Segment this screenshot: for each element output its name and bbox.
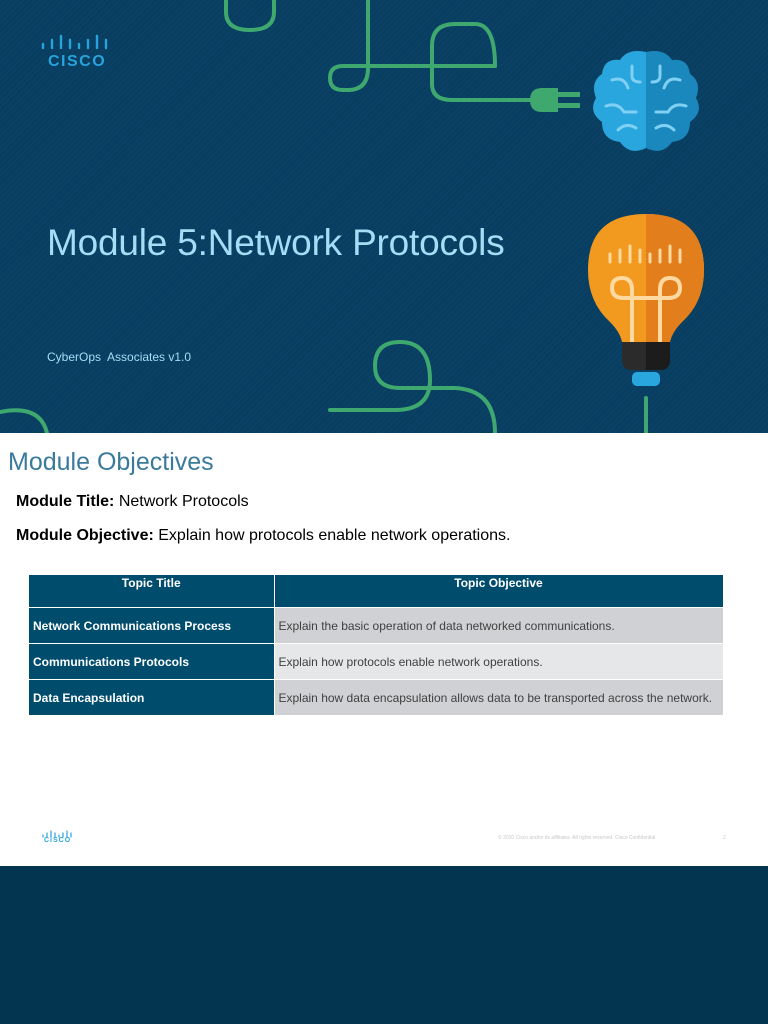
table-row: Communications Protocols Explain how pro… <box>29 643 723 680</box>
page-title: Module Objectives <box>8 448 214 476</box>
topic-objective-cell: Explain the basic operation of data netw… <box>274 607 723 644</box>
topics-table: Topic Title Topic Objective Network Comm… <box>29 575 724 715</box>
module-objective-label: Module Objective: <box>16 527 154 544</box>
brain-icon <box>593 51 699 151</box>
column-header-topic-objective: Topic Objective <box>274 575 724 608</box>
topic-objective-cell: Explain how data encapsulation allows da… <box>274 679 723 715</box>
column-header-topic-title: Topic Title <box>29 575 275 608</box>
module-objective-value: Explain how protocols enable network ope… <box>158 527 511 544</box>
footer-copyright: © 2020 Cisco and/or its affiliates. All … <box>498 835 656 841</box>
module-title-line: Module Title: Network Protocols <box>16 493 249 511</box>
module-objective-line: Module Objective: Explain how protocols … <box>16 527 510 545</box>
topic-title-cell: Communications Protocols <box>29 643 275 680</box>
plug-icon <box>530 88 580 112</box>
cisco-logo-icon <box>41 34 108 50</box>
slide-subtitle: CyberOps Associates v1.0 <box>47 350 192 364</box>
footer-cisco-logo-text: CISCO <box>44 837 72 844</box>
objectives-slide: Module Objectives Module Title: Network … <box>0 433 768 866</box>
topic-title-cell: Data Encapsulation <box>29 679 275 715</box>
footer-cisco-logo-icon <box>42 830 72 838</box>
topic-objective-cell: Explain how protocols enable network ope… <box>274 643 723 680</box>
table-header-row: Topic Title Topic Objective <box>29 575 724 608</box>
cisco-logo-text: CISCO <box>48 53 107 70</box>
module-title-label: Module Title: <box>16 493 115 510</box>
table-row: Data Encapsulation Explain how data enca… <box>29 679 723 715</box>
decorative-circuit-lines <box>0 0 648 433</box>
table-row: Network Communications Process Explain t… <box>29 607 723 644</box>
module-title-value: Network Protocols <box>118 493 249 510</box>
slide-title: Module 5:Network Protocols <box>47 222 505 263</box>
topic-title-cell: Network Communications Process <box>29 607 275 644</box>
footer-page-number: 2 <box>723 835 726 841</box>
lightbulb-icon <box>588 214 704 386</box>
next-slide-preview <box>0 866 768 1024</box>
title-slide: CISCO <box>0 0 768 433</box>
